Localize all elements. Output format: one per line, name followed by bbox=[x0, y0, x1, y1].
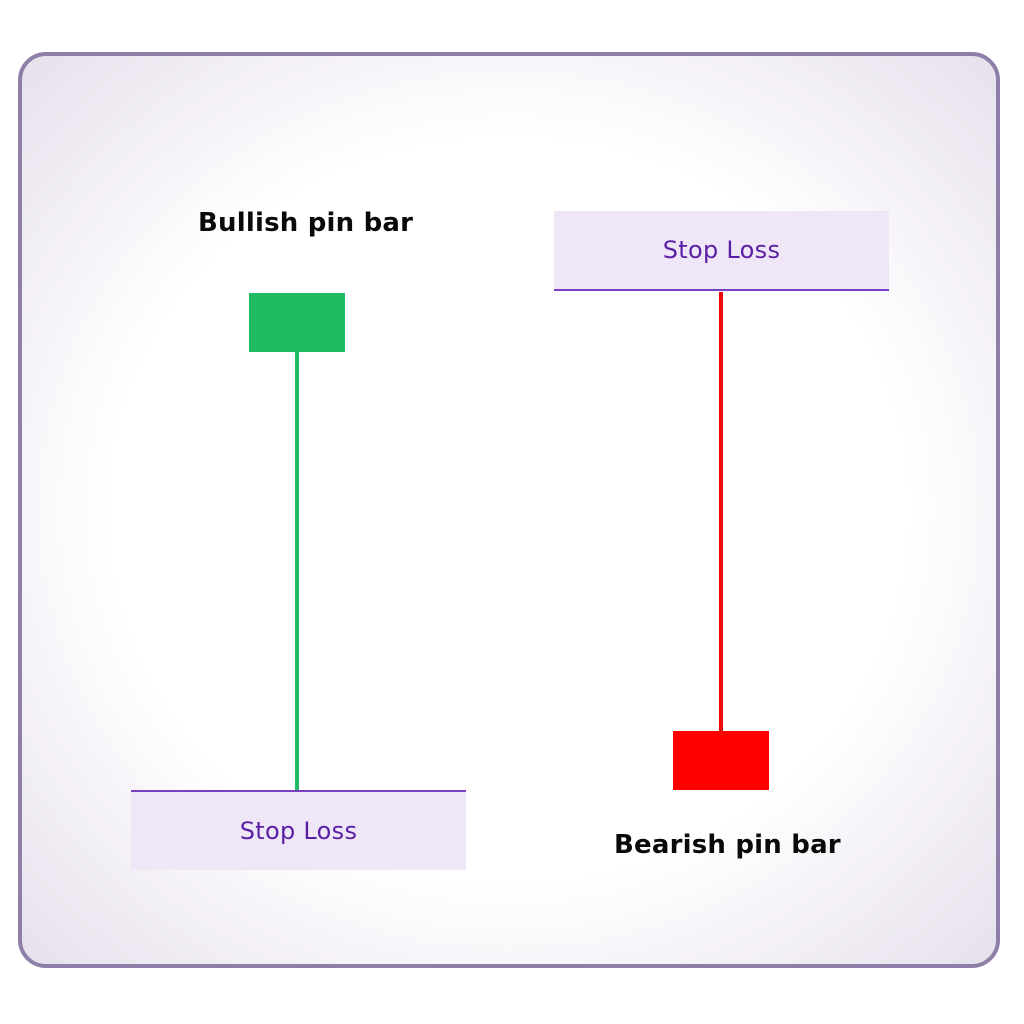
bullish-stop-loss-zone: Stop Loss bbox=[131, 790, 466, 870]
bullish-stop-loss-label: Stop Loss bbox=[239, 817, 358, 845]
bullish-pin-bar-title: Bullish pin bar bbox=[198, 208, 414, 238]
bearish-candle-wick bbox=[719, 292, 723, 732]
bullish-candle-wick bbox=[295, 352, 299, 791]
bearish-stop-loss-label: Stop Loss bbox=[662, 236, 781, 264]
bearish-candle-body bbox=[673, 731, 769, 790]
bearish-stop-loss-zone: Stop Loss bbox=[554, 211, 889, 291]
bullish-candle-body bbox=[249, 293, 345, 352]
bearish-pin-bar-title: Bearish pin bar bbox=[614, 830, 841, 860]
